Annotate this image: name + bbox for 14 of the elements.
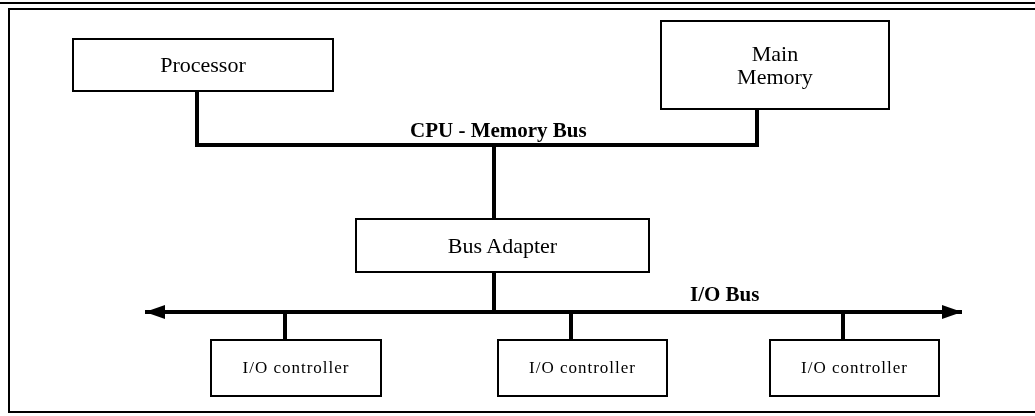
- component-box: [497, 339, 668, 397]
- component-box: [769, 339, 940, 397]
- component-box: [210, 339, 382, 397]
- component-label: I/O controller: [801, 359, 908, 377]
- component-label: I/O controller: [529, 359, 636, 377]
- component-label: Bus Adapter: [447, 233, 558, 258]
- component-label: I/O controller: [242, 359, 350, 377]
- component-label: Main Memory: [736, 41, 814, 89]
- component-box: [355, 218, 650, 273]
- bus-line: [492, 110, 759, 218]
- component-label: Processor: [160, 53, 246, 77]
- component-box: [72, 38, 334, 92]
- bus-arrow: [492, 273, 962, 319]
- component-box: [660, 20, 890, 110]
